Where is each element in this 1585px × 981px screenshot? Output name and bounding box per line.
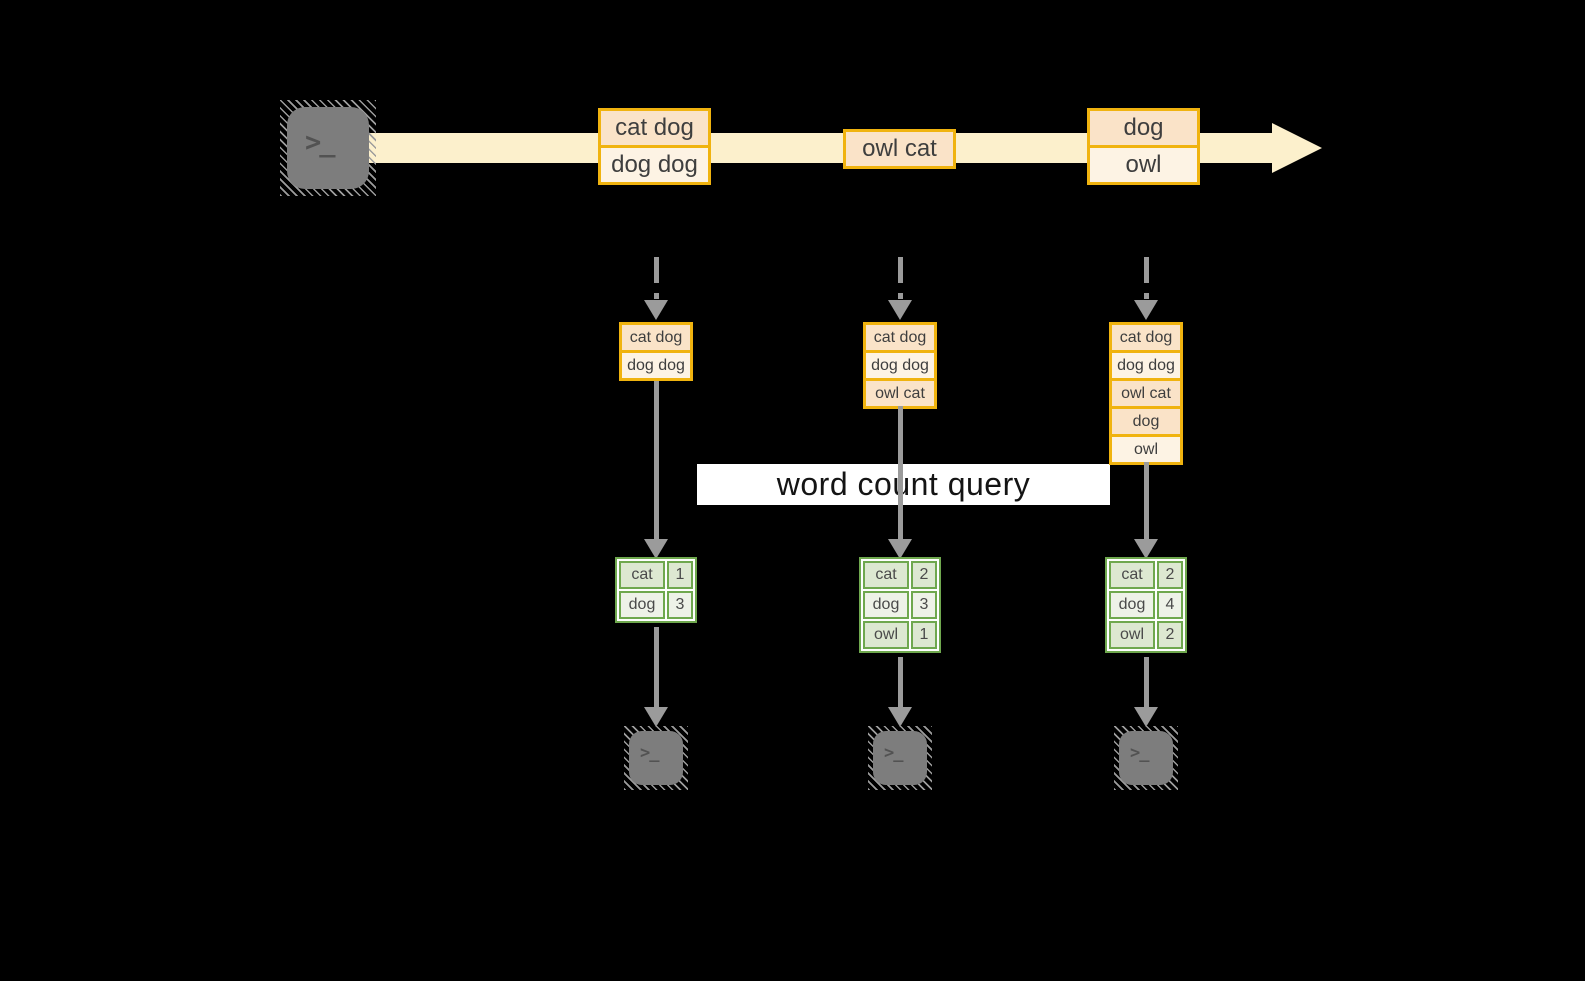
sink-terminal-icon: >_ bbox=[624, 726, 688, 790]
result-count-cell: 2 bbox=[1157, 621, 1183, 649]
state-row: cat dog bbox=[1109, 322, 1183, 353]
dashed-arrowhead-icon bbox=[1134, 300, 1158, 320]
state-row: owl cat bbox=[863, 378, 937, 409]
result-count-cell: 4 bbox=[1157, 591, 1183, 619]
dashed-arrowhead-icon bbox=[644, 300, 668, 320]
connector-line bbox=[1143, 462, 1149, 539]
terminal-screen: >_ bbox=[1119, 731, 1173, 785]
stream-record: owl bbox=[1087, 145, 1200, 185]
state-row: dog bbox=[1109, 406, 1183, 437]
sink-terminal-icon: >_ bbox=[1114, 726, 1178, 790]
connector-arrowhead-icon bbox=[888, 707, 912, 727]
stream-record-group-2: owl cat bbox=[843, 129, 956, 169]
connector-line bbox=[897, 657, 903, 707]
dashed-arrowhead-icon bbox=[888, 300, 912, 320]
state-row: cat dog bbox=[619, 322, 693, 353]
stream-record: owl cat bbox=[843, 129, 956, 169]
result-word-cell: owl bbox=[863, 621, 909, 649]
connector-line bbox=[653, 381, 659, 539]
source-terminal-icon: >_ bbox=[280, 100, 376, 196]
terminal-screen: >_ bbox=[287, 107, 369, 189]
stream-record: dog dog bbox=[598, 145, 711, 185]
state-row: dog dog bbox=[1109, 350, 1183, 381]
state-row: dog dog bbox=[619, 350, 693, 381]
dashed-arrow-line bbox=[897, 257, 903, 299]
connector-arrowhead-icon bbox=[888, 539, 912, 559]
result-count-cell: 2 bbox=[1157, 561, 1183, 589]
result-word-cell: cat bbox=[863, 561, 909, 589]
result-count-cell: 1 bbox=[911, 621, 937, 649]
connector-line bbox=[897, 406, 903, 539]
result-word-cell: cat bbox=[1109, 561, 1155, 589]
connector-arrowhead-icon bbox=[644, 707, 668, 727]
terminal-prompt-glyph: >_ bbox=[640, 743, 659, 763]
connector-line bbox=[1143, 657, 1149, 707]
result-count-cell: 1 bbox=[667, 561, 693, 589]
dashed-arrow-line bbox=[653, 257, 659, 299]
terminal-screen: >_ bbox=[629, 731, 683, 785]
sink-terminal-icon: >_ bbox=[868, 726, 932, 790]
connector-arrowhead-icon bbox=[1134, 539, 1158, 559]
terminal-prompt-glyph: >_ bbox=[1130, 743, 1149, 763]
stream-arrowhead bbox=[1272, 123, 1322, 173]
state-row: dog dog bbox=[863, 350, 937, 381]
state-row: cat dog bbox=[863, 322, 937, 353]
word-count-query-label: word count query bbox=[697, 464, 1110, 505]
dashed-arrow-line bbox=[1143, 257, 1149, 299]
connector-line bbox=[653, 627, 659, 707]
connector-arrowhead-icon bbox=[644, 539, 668, 559]
terminal-prompt-glyph: >_ bbox=[305, 127, 336, 158]
result-word-cell: dog bbox=[1109, 591, 1155, 619]
result-count-cell: 3 bbox=[911, 591, 937, 619]
result-word-cell: dog bbox=[619, 591, 665, 619]
result-word-cell: dog bbox=[863, 591, 909, 619]
result-word-cell: owl bbox=[1109, 621, 1155, 649]
connector-arrowhead-icon bbox=[1134, 707, 1158, 727]
result-count-cell: 2 bbox=[911, 561, 937, 589]
result-count-cell: 3 bbox=[667, 591, 693, 619]
state-row: owl cat bbox=[1109, 378, 1183, 409]
state-row: owl bbox=[1109, 434, 1183, 465]
stream-record: cat dog bbox=[598, 108, 711, 148]
terminal-screen: >_ bbox=[873, 731, 927, 785]
stream-record: dog bbox=[1087, 108, 1200, 148]
result-word-cell: cat bbox=[619, 561, 665, 589]
terminal-prompt-glyph: >_ bbox=[884, 743, 903, 763]
